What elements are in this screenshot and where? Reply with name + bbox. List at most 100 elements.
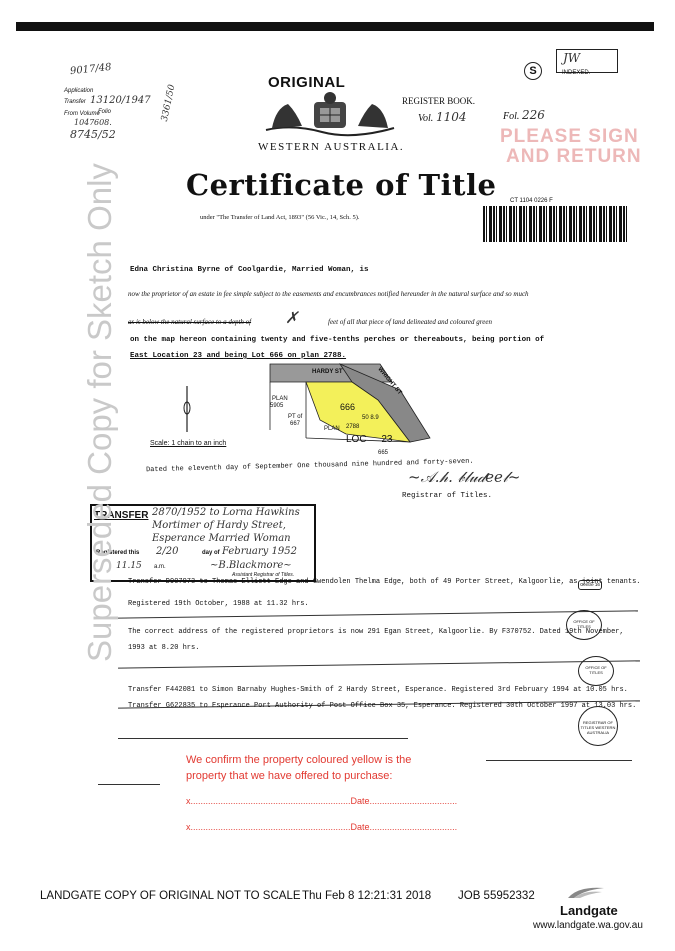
entry-divider-2 xyxy=(118,660,640,669)
sig1-x: x xyxy=(186,796,191,806)
sig2-x: x xyxy=(186,822,191,832)
transfer-value: 13120/1947 xyxy=(90,95,151,106)
state-label: WESTERN AUSTRALIA. xyxy=(258,141,405,153)
map-pt-of-no: 667 xyxy=(290,421,301,427)
map-street: HARDY ST xyxy=(312,369,343,377)
certificate-subtitle: under "The Transfer of Land Act, 1893" (… xyxy=(200,214,360,221)
footer-datetime: Thu Feb 8 12:21:31 2018 xyxy=(302,890,432,902)
entry-4-text: Transfer G622835 to Esperance Port Autho… xyxy=(128,702,637,710)
volume-value: 1047 xyxy=(74,118,95,127)
circle-badge: S xyxy=(524,62,542,80)
map-plan-center-no: 2788 xyxy=(346,424,360,430)
entry-2-stamp: OFFICE OF TITLES xyxy=(566,610,602,640)
sig2-dots: ........................................… xyxy=(190,822,351,832)
grant-line-4: on the map hereon containing twenty and … xyxy=(130,336,545,344)
indexed-initials: JW xyxy=(563,51,581,65)
entry-2-reg: 1993 at 8.20 hrs. xyxy=(128,644,200,652)
grant-line-2: now the proprietor of an estate in fee s… xyxy=(128,290,529,298)
transfer-month: February 1952 xyxy=(222,546,297,557)
transfer-box: TRANSFER 2870/1952 to Lorna Hawkins Mort… xyxy=(90,504,316,582)
sig2-date-label: Date xyxy=(350,822,370,832)
sig1-dots: ........................................… xyxy=(190,796,351,806)
map-below-no: 665 xyxy=(378,450,389,456)
sig1-date-label: Date xyxy=(350,796,370,806)
entry-divider-6 xyxy=(98,784,160,785)
sig1-date-dots: ................................... xyxy=(369,796,458,806)
entry-divider-4 xyxy=(118,738,408,739)
stamp-line-2: AND RETURN xyxy=(506,145,642,167)
ref-top: 9017/48 xyxy=(69,61,113,78)
stamp-line-1: PLEASE SIGN xyxy=(500,126,639,147)
entry-divider-5 xyxy=(486,760,632,761)
vol-value: 1104 xyxy=(436,110,467,124)
depth-mark: ✗ xyxy=(285,308,299,327)
landgate-url[interactable]: www.landgate.wa.gov.au xyxy=(533,920,643,931)
map-plan-center: PLAN xyxy=(324,426,340,432)
folio-value: 608. xyxy=(94,118,112,127)
transfer-box-handwritten: 2870/1952 to Lorna Hawkins Mortimer of H… xyxy=(152,507,300,544)
entry-2-text: The correct address of the registered pr… xyxy=(128,628,624,636)
signature-line-1[interactable]: x.......................................… xyxy=(186,796,457,806)
original-stamp: ORIGINAL xyxy=(268,74,346,91)
barcode-id: CT 1104 0226 F xyxy=(510,198,553,204)
map-scale: Scale: 1 chain to an inch xyxy=(150,440,227,447)
transfer-registered-label: Registered this xyxy=(96,550,140,556)
entry-1-reg: Registered 19th October, 1988 at 11.32 h… xyxy=(128,600,309,608)
transfer-label: Transfer xyxy=(64,99,86,105)
map-loc-label: LOC xyxy=(346,434,367,445)
map-street-name: HARDY xyxy=(312,369,334,375)
signature-line-2[interactable]: x.......................................… xyxy=(186,822,457,832)
entry-1-text: Transfer D907973 to Thomas Elliott Edge … xyxy=(128,578,641,586)
north-arrow-icon xyxy=(183,386,191,432)
indexed-label: INDEXED. xyxy=(562,70,591,76)
landgate-logo-icon xyxy=(568,887,604,898)
landgate-brand: Landgate xyxy=(560,903,618,918)
top-black-bar xyxy=(16,22,654,31)
lot-map xyxy=(269,363,431,443)
fol-value: 226 xyxy=(522,108,545,122)
map-pt-of: PT of xyxy=(288,414,303,420)
entry-divider-1 xyxy=(118,610,638,619)
superseded-watermark: Superseded Copy for Sketch Only xyxy=(81,163,118,662)
sig2-date-dots: ................................... xyxy=(369,822,458,832)
entry-4-stamp: REGISTRAR OF TITLES WESTERN AUSTRALIA xyxy=(578,706,618,746)
application-label: Application xyxy=(64,88,94,94)
map-loc-no: 23 xyxy=(381,434,393,445)
entry-1-stamp: Centre 16 xyxy=(578,580,602,590)
vol-label: Vol. xyxy=(418,113,434,124)
from-volume-label: From Volume xyxy=(64,111,100,117)
footer-copy-text: LANDGATE COPY OF ORIGINAL NOT TO SCALE xyxy=(40,890,301,902)
bottom-ref: 8745/52 xyxy=(70,128,116,141)
barcode xyxy=(483,206,627,242)
certificate-title: Certificate of Title xyxy=(186,168,497,202)
map-plan-left-no: 5905 xyxy=(270,403,284,409)
transfer-asst-registrar: Assistant Registrar of Titles. xyxy=(232,572,295,578)
indexed-box: JW xyxy=(556,49,618,73)
fol-label: Fol. xyxy=(503,111,520,122)
map-street-suffix: ST xyxy=(334,369,343,375)
transfer-time-unit: a.m. xyxy=(154,564,166,570)
proprietor-line: Edna Christina Byrne of Coolgardie, Marr… xyxy=(130,266,369,274)
register-book-label: REGISTER BOOK. xyxy=(402,96,476,106)
grant-line-3b: feet of all that piece of land delineate… xyxy=(328,318,492,326)
transfer-day-label: day of xyxy=(202,550,220,556)
transfer-day: 2/20 xyxy=(156,546,179,557)
entry-3-stamp: OFFICE OF TITLES xyxy=(578,656,614,686)
coat-of-arms-icon xyxy=(262,90,398,143)
grant-line-3: as is below the natural surface to a dep… xyxy=(128,318,252,326)
confirm-line-1: We confirm the property coloured yellow … xyxy=(186,754,412,766)
side-ref: 3361/50 xyxy=(159,83,178,123)
entry-3-text: Transfer F442081 to Simon Barnaby Hughes… xyxy=(128,686,628,694)
map-lot-dims: 50 8.9 xyxy=(362,415,379,421)
registrar-label: Registrar of Titles. xyxy=(402,492,493,500)
transfer-time: 11.15 xyxy=(116,561,142,571)
map-lot: 666 xyxy=(340,402,356,412)
please-sign-stamp: PLEASE SIGN AND RETURN xyxy=(500,127,642,167)
grant-line-5: East Location 23 and being Lot 666 on pl… xyxy=(130,352,347,360)
map-plan-left: PLAN xyxy=(272,396,288,402)
transfer-signature: ~B.Blackmore~ xyxy=(210,560,292,571)
map-loc: LOC 23 xyxy=(346,434,392,445)
registrar-signature: ~𝒜.𝒽. 𝒷𝓁𝓊𝒹𝑒𝑒𝓁~ xyxy=(408,468,521,486)
footer-job: JOB 55952332 xyxy=(458,890,535,902)
transfer-box-label: TRANSFER xyxy=(94,510,149,521)
